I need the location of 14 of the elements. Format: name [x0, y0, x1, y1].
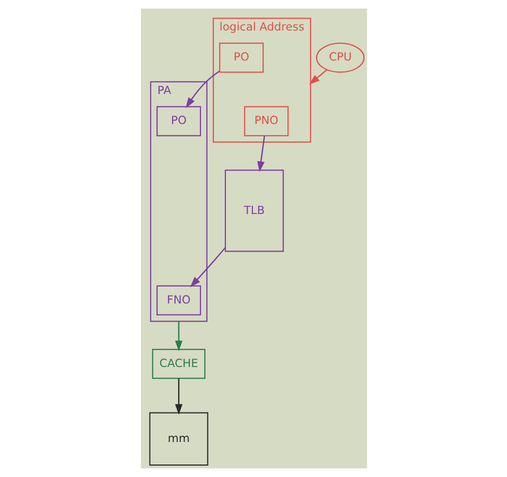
arrow [174, 378, 182, 415]
arrow [256, 136, 265, 172]
node-box: FNO [156, 285, 201, 316]
node-box: TLB [224, 170, 284, 252]
node-box: PNO [244, 106, 288, 136]
arrow [190, 247, 226, 288]
arrow [185, 70, 220, 108]
node-box: CACHE [152, 348, 205, 379]
arrow [174, 321, 182, 352]
node-box: PO [218, 42, 264, 73]
node-ellipse: CPU [316, 42, 364, 73]
node-box: mm [148, 412, 208, 466]
arrow [308, 69, 327, 85]
node-box: PO [156, 106, 201, 136]
